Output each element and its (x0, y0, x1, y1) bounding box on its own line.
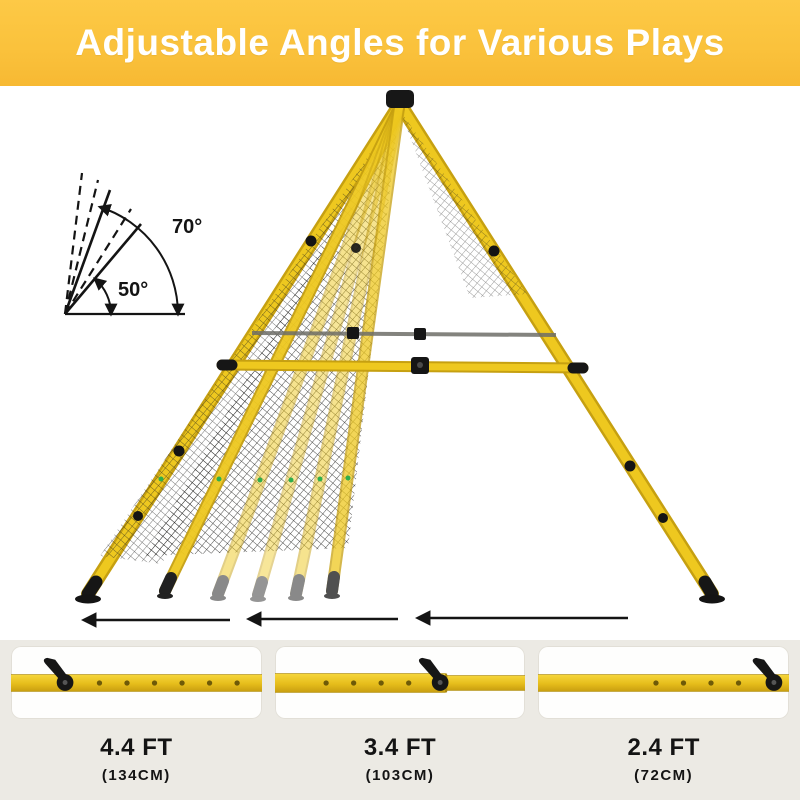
locking-clamp (753, 657, 783, 691)
apex-hinge (386, 90, 414, 108)
angle-min-label: 50° (118, 279, 148, 301)
angle-arc-large (97, 204, 185, 317)
angle-diagram: 70° 50° (63, 172, 202, 317)
size-ft-label: 4.4 FT (100, 734, 173, 761)
bar-photo-panel-34ft (274, 646, 526, 719)
frame-position-1 (157, 102, 405, 599)
size-ft-label: 2.4 FT (627, 734, 700, 761)
adjustment-holes (323, 680, 412, 686)
size-cm-label: (134CM) (101, 767, 171, 784)
adjustment-holes (653, 680, 742, 686)
bar-24ft-illustration (538, 657, 790, 692)
green-markers (158, 475, 351, 483)
crossbar (216, 357, 589, 374)
net-frame-positions (157, 102, 405, 602)
size-cm-label: (103CM) (365, 767, 435, 784)
size-ft-label: 3.4 FT (363, 734, 437, 761)
frame-position-3 (250, 102, 405, 602)
bar-photo-panel-44ft (11, 646, 262, 719)
bar-photo-panel-24ft (538, 646, 790, 719)
bar-34ft-illustration (274, 657, 526, 693)
locking-clamp (418, 657, 449, 691)
back-bar (251, 327, 557, 340)
product-stage: 70° 50° (0, 86, 800, 640)
adjustment-holes (96, 680, 240, 686)
size-option-2: 3.4 FT (103CM) (274, 646, 526, 800)
locking-clamp (43, 657, 74, 691)
frame-position-2 (210, 102, 405, 601)
rebounder-illustration: 70° 50° (63, 90, 725, 628)
frame-position-5 (324, 102, 405, 599)
banner: Adjustable Angles for Various Plays (0, 0, 800, 86)
slide-direction-arrows (80, 610, 628, 628)
size-options: 4.4 FT (134CM) (0, 640, 800, 800)
banner-title: Adjustable Angles for Various Plays (75, 22, 725, 63)
angle-arc-small (93, 277, 118, 317)
size-option-1: 4.4 FT (134CM) (11, 646, 262, 800)
size-option-3: 2.4 FT (72CM) (538, 646, 790, 800)
size-cm-label: (72CM) (634, 767, 694, 784)
hardware-clips (133, 90, 668, 523)
bar-44ft-illustration (11, 657, 262, 692)
angle-max-label: 70° (172, 216, 202, 238)
